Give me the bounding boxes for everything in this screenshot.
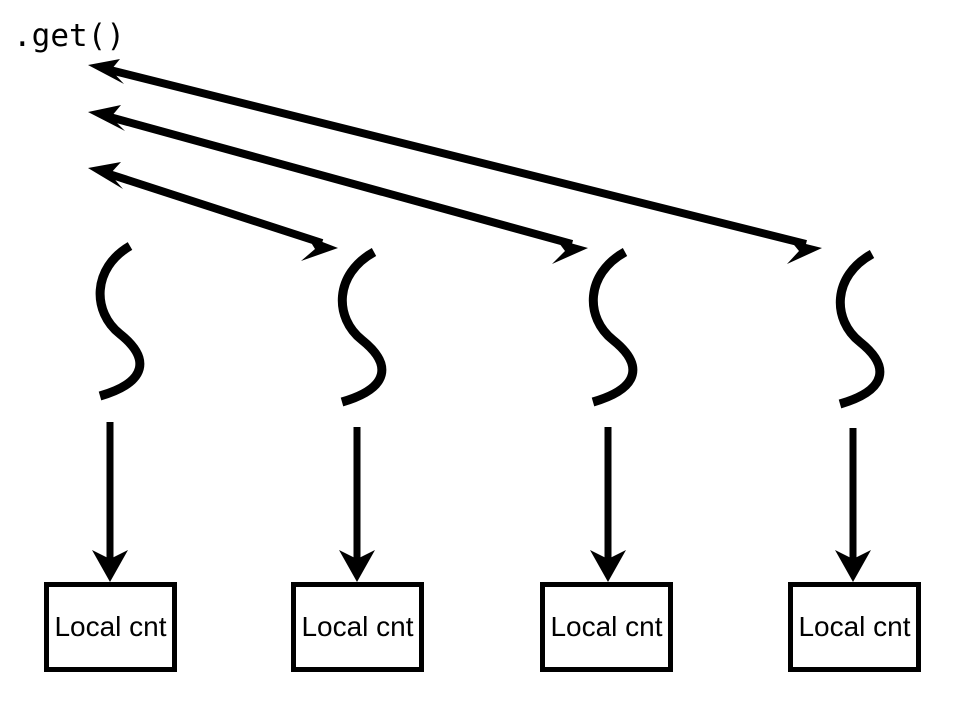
- local-cnt-box-1: Local cnt: [44, 582, 177, 672]
- bidirectional-arrow-to-column-2: [88, 162, 338, 261]
- arrowhead-left: [88, 59, 124, 84]
- arrowhead-left: [88, 105, 125, 131]
- local-cnt-box-2: Local cnt: [291, 582, 424, 672]
- arrowhead-left: [88, 162, 123, 189]
- arrowhead-down: [339, 550, 375, 582]
- arrowhead-down: [835, 550, 871, 582]
- thread-squiggle-3: [588, 248, 638, 407]
- down-arrow-to-box-2: [339, 427, 375, 582]
- bidirectional-arrow-to-column-4: [88, 59, 822, 264]
- arrowhead-down: [590, 550, 626, 582]
- thread-squiggle-4: [835, 250, 885, 409]
- arrowhead-right: [787, 240, 822, 264]
- down-arrow-to-box-1: [92, 422, 128, 582]
- local-cnt-box-label: Local cnt: [798, 611, 911, 642]
- arrowhead-right: [552, 239, 588, 264]
- local-cnt-box-label: Local cnt: [301, 611, 414, 642]
- arrowhead-right: [301, 236, 338, 261]
- arrowhead-down: [92, 550, 128, 582]
- local-cnt-box-label: Local cnt: [550, 611, 663, 642]
- thread-squiggle-1: [95, 242, 145, 401]
- local-cnt-box-label: Local cnt: [54, 611, 167, 642]
- down-arrow-to-box-4: [835, 428, 871, 582]
- thread-squiggle-2: [337, 248, 387, 407]
- arrow-shaft: [104, 112, 574, 248]
- get-call-label: .get(): [13, 18, 125, 54]
- bidirectional-arrow-to-column-3: [88, 105, 588, 264]
- arrow-shaft: [104, 169, 324, 247]
- down-arrow-to-box-3: [590, 427, 626, 582]
- arrow-shaft: [105, 65, 807, 248]
- local-cnt-box-4: Local cnt: [788, 582, 921, 672]
- local-cnt-box-3: Local cnt: [540, 582, 673, 672]
